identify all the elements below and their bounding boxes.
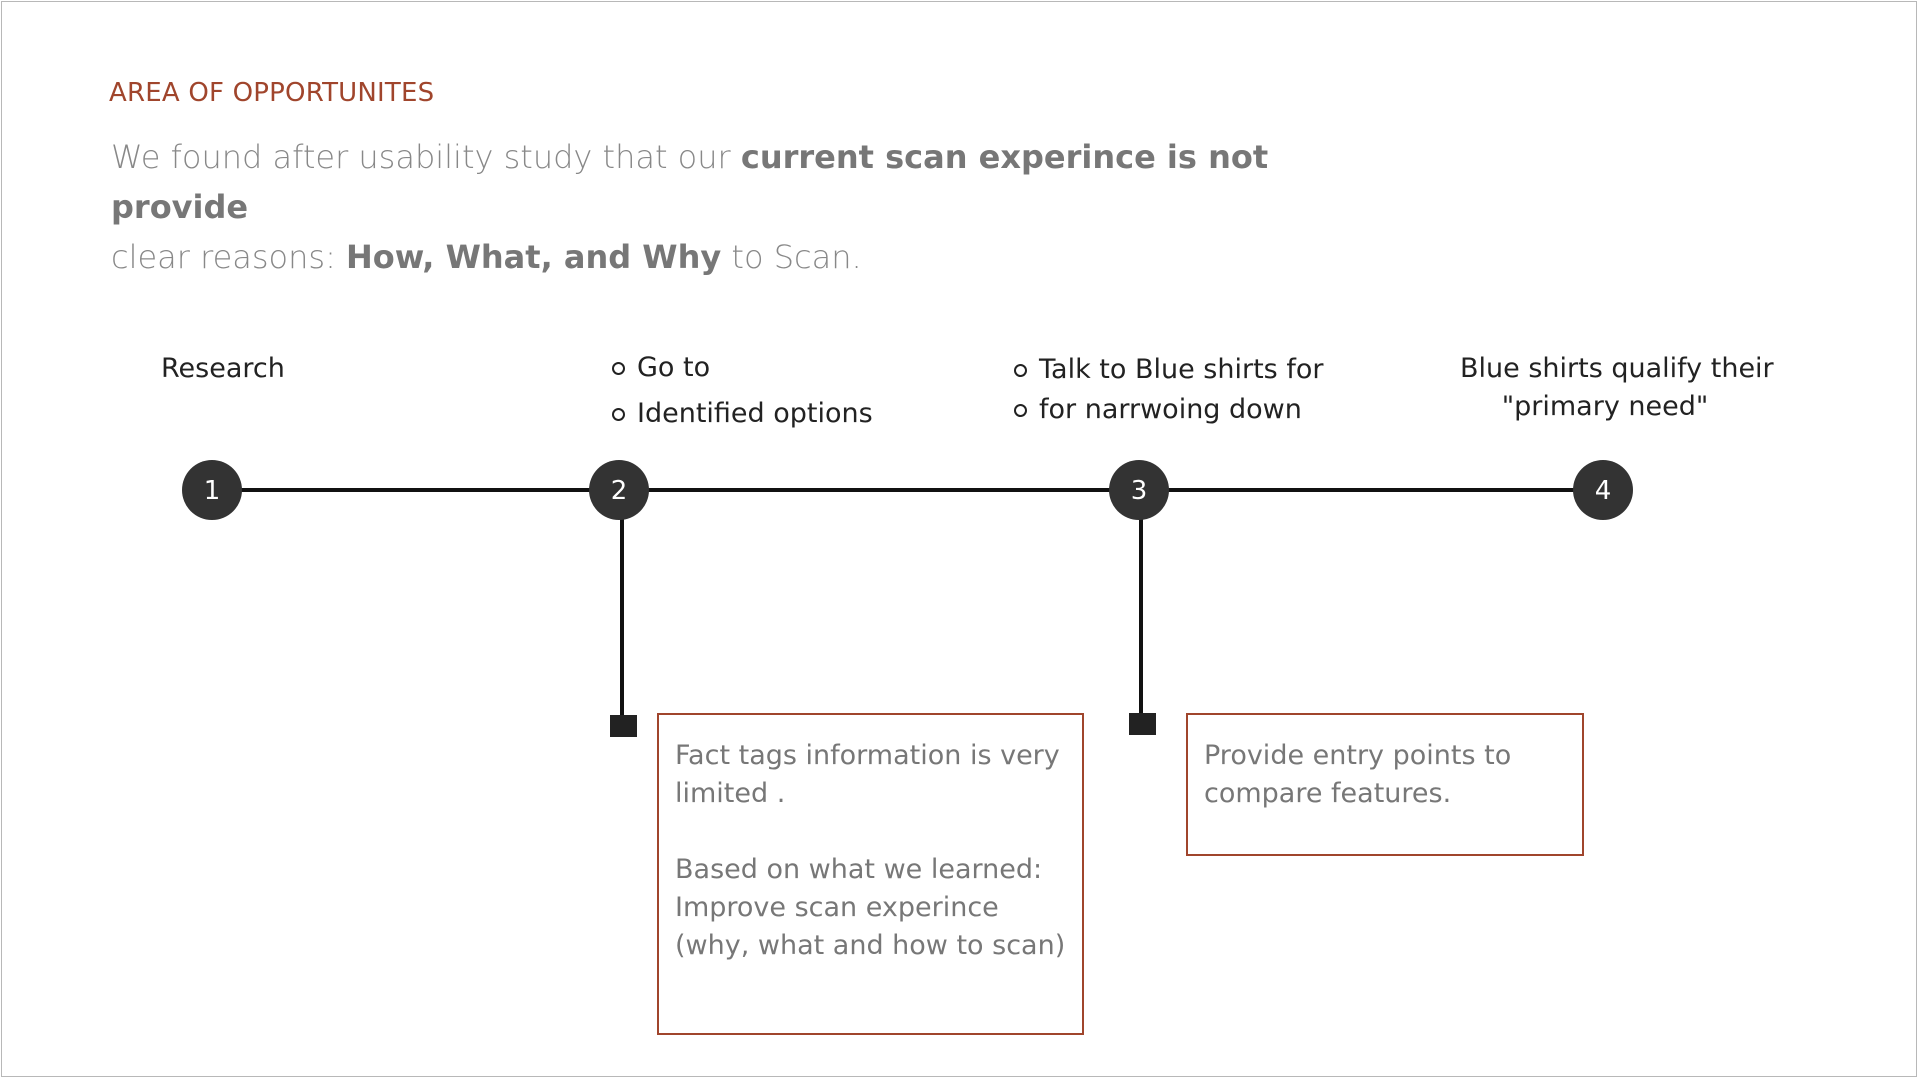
connector-end-3 [1129, 713, 1156, 735]
intro-part-3: to Scan. [721, 238, 862, 276]
timeline-node-4: 4 [1573, 460, 1633, 520]
step-2-bullets: Go to Identified options [612, 348, 873, 434]
note-paragraph: Provide entry points to compare features… [1204, 740, 1512, 809]
step-3-bullets: Talk to Blue shirts for for narrwoing do… [1014, 350, 1323, 430]
step-2-bullet: Go to [612, 348, 873, 388]
node-number-4: 4 [1595, 476, 1612, 506]
timeline-node-1: 1 [182, 460, 242, 520]
step-4-label-line: Blue shirts qualify their [1460, 353, 1774, 384]
intro-part-1: We found after usability study that our [111, 138, 741, 176]
intro-text: We found after usability study that our … [111, 132, 1351, 282]
node-number-3: 3 [1131, 476, 1148, 506]
connector-end-2 [610, 715, 637, 737]
timeline-node-3: 3 [1109, 460, 1169, 520]
note-box-step-2: Fact tags information is very limited . … [657, 713, 1084, 1035]
step-3-bullet: for narrwoing down [1014, 390, 1323, 430]
note-box-step-3: Provide entry points to compare features… [1186, 713, 1584, 856]
intro-bold-2: How, What, and Why [346, 238, 722, 276]
step-4-label: Blue shirts qualify their "primary need" [1460, 350, 1774, 426]
note-paragraph: Fact tags information is very limited . [675, 740, 1060, 809]
intro-bold-1: current scan experince is not provide [111, 138, 1269, 226]
timeline-node-2: 2 [589, 460, 649, 520]
step-4-label-line: "primary need" [1501, 391, 1709, 422]
intro-part-2: clear reasons: [111, 238, 347, 276]
node-number-2: 2 [611, 476, 628, 506]
section-label: AREA OF OPPORTUNITES [109, 78, 435, 108]
step-3-bullet: Talk to Blue shirts for [1014, 350, 1323, 390]
step-2-bullet: Identified options [612, 394, 873, 434]
note-paragraph: Based on what we learned: Improve scan e… [675, 854, 1066, 961]
node-number-1: 1 [204, 476, 221, 506]
step-1-label: Research [161, 353, 285, 384]
